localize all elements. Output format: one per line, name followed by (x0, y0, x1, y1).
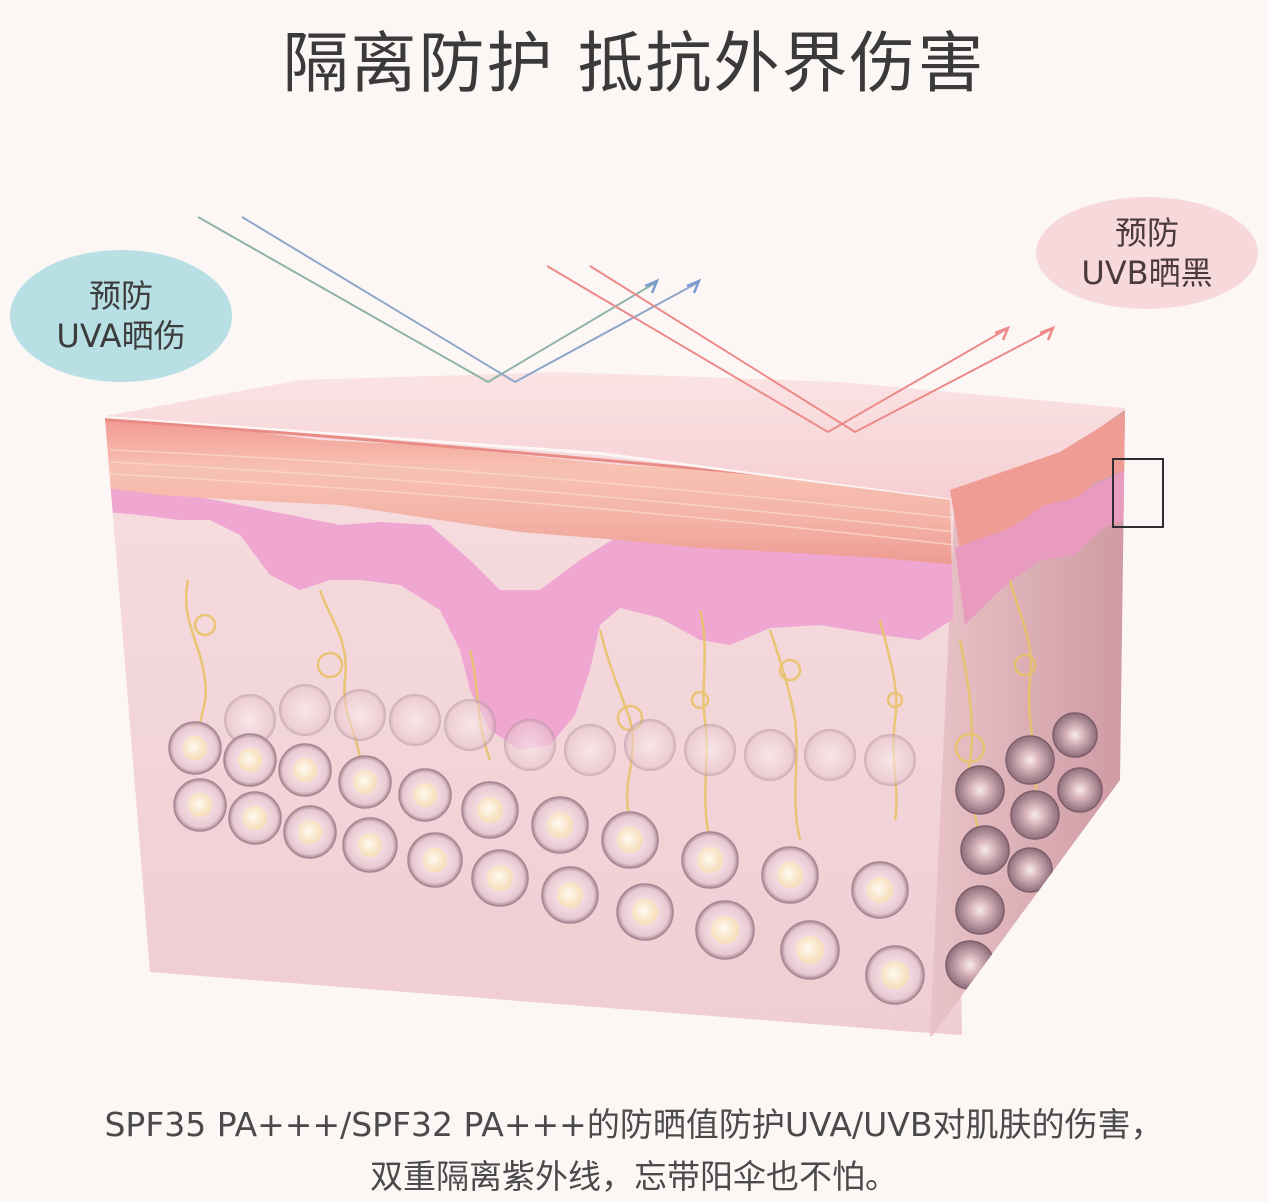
cell-row-back (224, 684, 916, 786)
page-title: 隔离防护 抵抗外界伤害 (282, 25, 986, 102)
uva-label-bubble: 预防 UVA晒伤 (10, 250, 232, 382)
uvb-label-bubble: 预防 UVB晒黑 (1036, 197, 1258, 309)
caption-line-1: SPF35 PA+++/SPF32 PA+++的防晒值防护UVA/UVB对肌肤的… (104, 1105, 1164, 1144)
selection-marker-box (1112, 458, 1164, 528)
uva-bubble-line1: 预防 (88, 277, 153, 315)
uva-bubble-line2: UVA晒伤 (56, 317, 186, 355)
caption-line-2: 双重隔离紫外线，忘带阳伞也不怕。 (370, 1157, 898, 1196)
uvb-bubble-line1: 预防 (1114, 214, 1179, 252)
uvb-bubble-line2: UVB晒黑 (1081, 254, 1213, 292)
